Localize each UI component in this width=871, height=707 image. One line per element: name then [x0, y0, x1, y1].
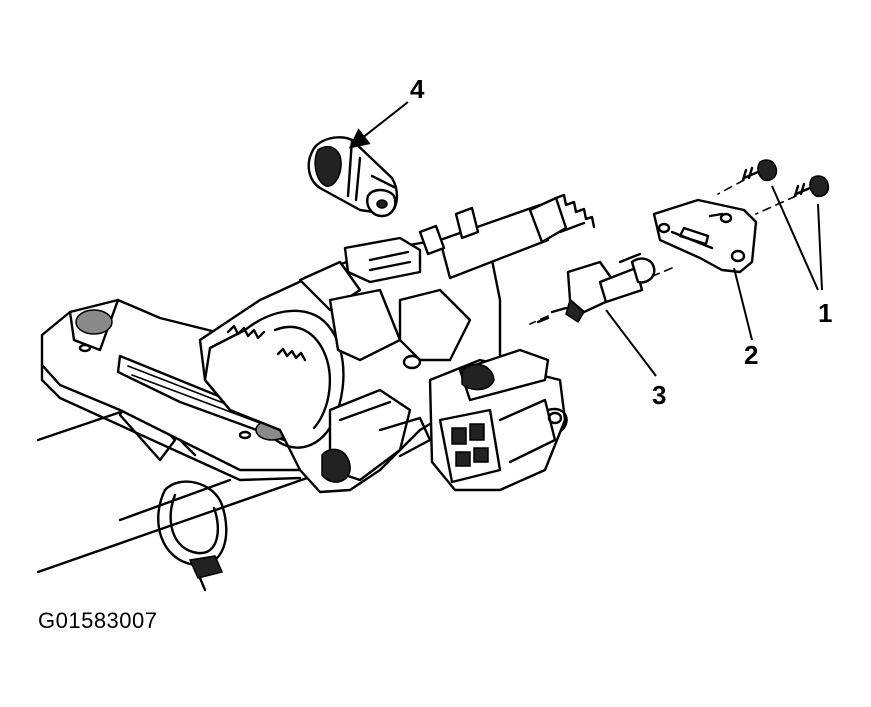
- callout-3: 3: [652, 380, 666, 410]
- lock-cylinder: [307, 136, 399, 218]
- retaining-plate: [652, 198, 758, 274]
- callout-1: 1: [818, 298, 832, 328]
- ignition-switch-connector: [428, 348, 568, 492]
- lock-housing: [198, 193, 596, 494]
- mounting-screws: [741, 159, 830, 198]
- figure-id: G01583007: [38, 608, 158, 633]
- leader-line-3: [605, 309, 657, 377]
- leader-line-1a: [771, 185, 819, 291]
- alignment-lines: [529, 179, 797, 325]
- callout-4: 4: [410, 74, 425, 104]
- switch-actuator: [536, 252, 656, 324]
- callout-2: 2: [744, 340, 758, 370]
- leader-line-2: [733, 267, 753, 341]
- leader-line-1b: [817, 203, 823, 291]
- mounting-bracket: [40, 298, 334, 482]
- leader-line-4: [348, 101, 409, 149]
